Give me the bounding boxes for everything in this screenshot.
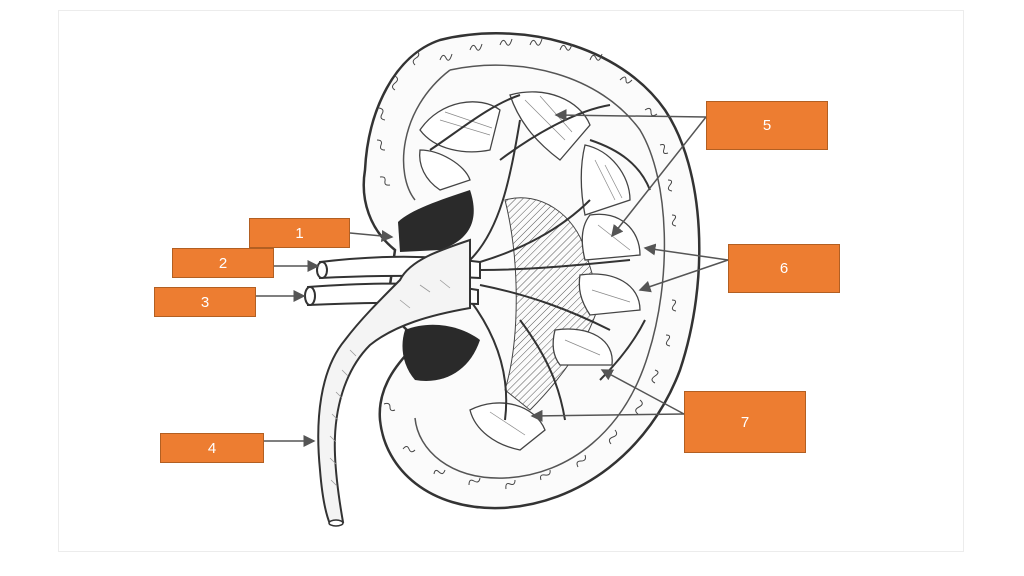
label-box-1: 1: [249, 218, 350, 248]
renal-vessels: [429, 94, 651, 421]
renal-pelvis-ureter: [317, 238, 471, 526]
label-box-6: 6: [728, 244, 840, 293]
label-box-3: 3: [154, 287, 256, 317]
leader-lines: [256, 109, 729, 447]
label-box-2: 2: [172, 248, 274, 278]
label-box-5: 5: [706, 101, 828, 150]
renal-sinus-upper: [398, 190, 474, 252]
renal-sinus-lower: [402, 324, 480, 381]
cortical-capillaries: [376, 38, 677, 490]
label-box-7: 7: [684, 391, 806, 453]
label-box-4: 4: [160, 433, 264, 463]
